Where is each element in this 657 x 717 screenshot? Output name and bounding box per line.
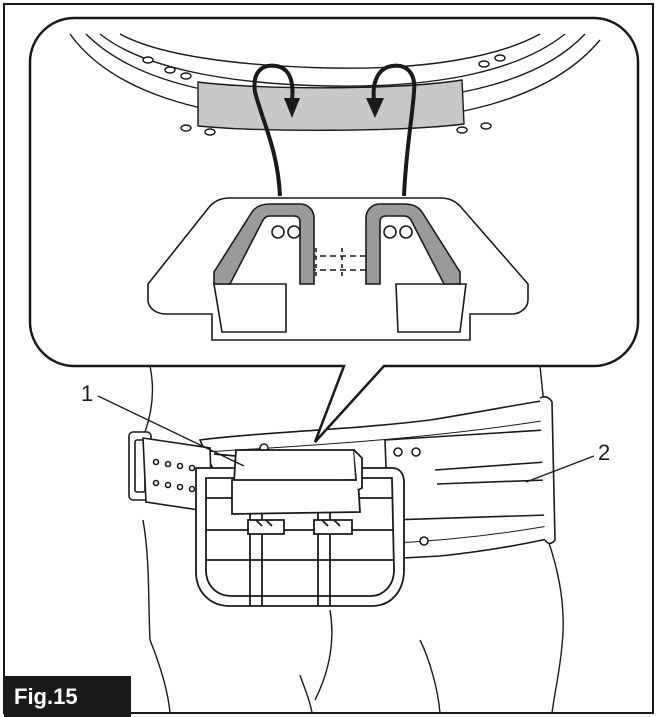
- belt-buckle: [128, 431, 213, 513]
- hook-right: [365, 203, 461, 285]
- leader-line-1: [97, 395, 245, 467]
- hook-wire-right: [371, 63, 417, 197]
- strap-band: [197, 79, 465, 131]
- callout-number-1: 1: [81, 381, 94, 406]
- leader-line-2: [525, 455, 595, 483]
- figure-label: Fig.15: [4, 676, 131, 717]
- hook-block: [213, 449, 363, 515]
- arrow-down-icon: [366, 98, 384, 118]
- callout-number-2: 2: [598, 440, 611, 465]
- hook-left: [213, 203, 315, 285]
- arrow-down-icon: [284, 98, 300, 118]
- hook-wire-left: [252, 63, 295, 197]
- figure-border: [3, 3, 654, 714]
- torso-outline: [142, 365, 564, 714]
